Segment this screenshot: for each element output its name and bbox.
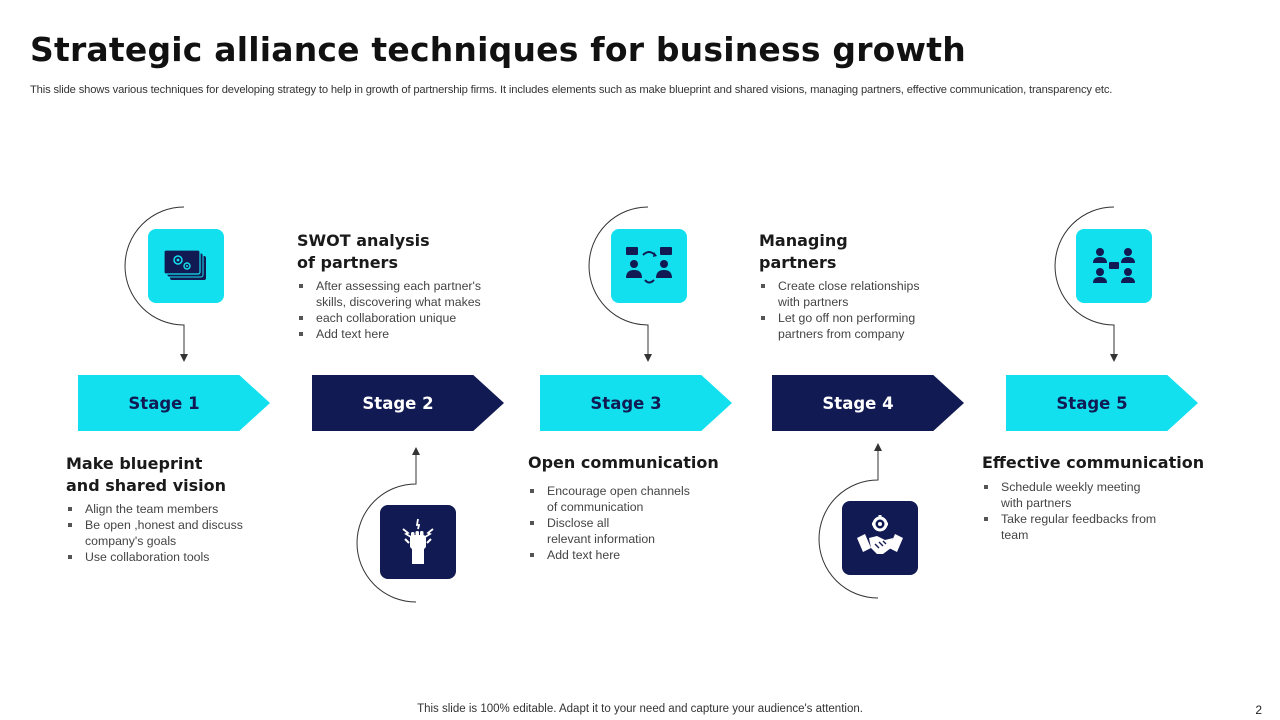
page-number: 2 (1255, 703, 1262, 717)
connector-arc-stage-4 (818, 443, 882, 599)
stage-1-bullets: Align the team members Be open ,honest a… (66, 501, 286, 565)
stage-3-arrow: Stage 3 (540, 375, 732, 431)
stage-3-text-block: Open communication Encourage open channe… (528, 452, 758, 563)
bullet-item: Add text here (528, 547, 758, 563)
connector-arc-stage-1 (124, 206, 188, 362)
stage-5-heading: Effective communication (982, 453, 1205, 472)
bullet-item: Align the team members (66, 501, 286, 517)
bullet-item: Add text here (297, 326, 527, 342)
blueprint-gears-icon (148, 229, 224, 303)
stage-2-arrow: Stage 2 (312, 375, 504, 431)
bullet-item: each collaboration unique (297, 310, 527, 326)
stage-1-arrow: Stage 1 (78, 375, 270, 431)
stage-5-text-block: Effective communication Schedule weekly … (982, 452, 1222, 543)
connector-arc-stage-2 (356, 447, 420, 603)
stage-5-arrow: Stage 5 (1006, 375, 1198, 431)
team-conversation-icon (611, 229, 687, 303)
slide-footer: This slide is 100% editable. Adapt it to… (417, 703, 863, 715)
stage-4-arrow: Stage 4 (772, 375, 964, 431)
handshake-gear-icon (842, 501, 918, 575)
slide-title: Strategic alliance techniques for busine… (30, 30, 966, 69)
slide-subtitle: This slide shows various techniques for … (30, 84, 1113, 96)
stage-3-heading: Open communication (528, 453, 719, 472)
connector-arc-stage-5 (1054, 206, 1118, 362)
people-network-icon (1076, 229, 1152, 303)
bullet-item: Use collaboration tools (66, 549, 286, 565)
connector-arc-stage-3 (588, 206, 652, 362)
raised-fist-icon (380, 505, 456, 579)
